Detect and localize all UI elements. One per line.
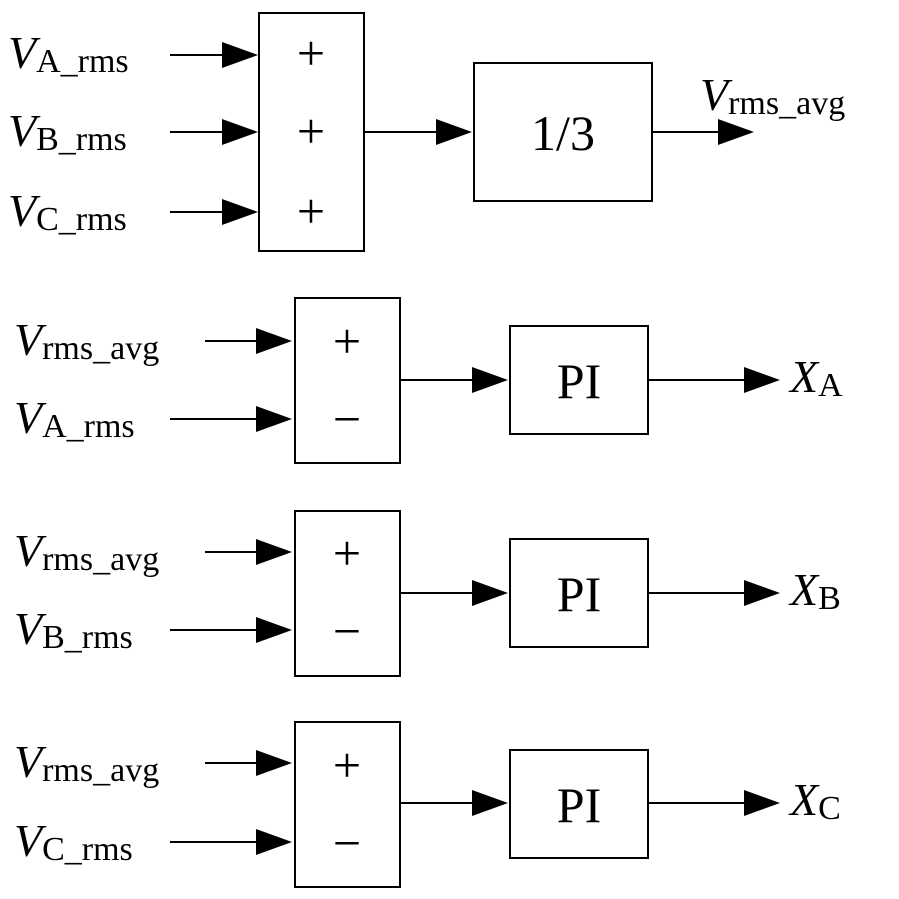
sign-plus: + bbox=[333, 313, 361, 369]
loop-input-plus: Vrms_avg bbox=[14, 314, 159, 367]
input-sub: A_rms bbox=[42, 408, 135, 445]
sign-plus: + bbox=[297, 183, 325, 239]
input-var: V bbox=[8, 105, 41, 156]
pi-label: PI bbox=[557, 566, 601, 622]
loop-output-label: XA bbox=[788, 351, 843, 404]
gain-block bbox=[473, 62, 653, 202]
input-sub: C_rms bbox=[42, 831, 133, 868]
input-var: V bbox=[8, 27, 41, 78]
sign-minus: − bbox=[333, 815, 361, 871]
input-sub: rms_avg bbox=[42, 541, 159, 578]
sign-minus: − bbox=[333, 603, 361, 659]
loop-input-minus: VB_rms bbox=[14, 603, 133, 656]
output-var: V bbox=[700, 69, 733, 120]
arrow-head bbox=[256, 328, 292, 354]
loop-a: Vrms_avg VA_rms + − PI XA bbox=[14, 297, 843, 464]
output-sub: rms_avg bbox=[728, 85, 845, 122]
arrow-head bbox=[472, 790, 508, 816]
input-var: V bbox=[14, 603, 47, 654]
svg-text:VA_rms: VA_rms bbox=[8, 27, 129, 80]
loop-input-plus: Vrms_avg bbox=[14, 736, 159, 789]
arrow-head bbox=[256, 750, 292, 776]
input-sub: B_rms bbox=[42, 619, 133, 656]
svg-text:VC_rms: VC_rms bbox=[8, 185, 127, 238]
error-summing-block bbox=[294, 510, 401, 677]
arrow-head bbox=[256, 617, 292, 643]
input-sub: C_rms bbox=[36, 201, 127, 238]
sign-plus: + bbox=[297, 103, 325, 159]
arrow-head bbox=[222, 199, 258, 225]
arrow-head bbox=[436, 119, 472, 145]
pi-label: PI bbox=[557, 353, 601, 409]
output-var: X bbox=[788, 351, 820, 402]
arrow-head bbox=[744, 580, 780, 606]
output-var: X bbox=[788, 564, 820, 615]
arrow-head bbox=[472, 367, 508, 393]
input-sub: rms_avg bbox=[42, 330, 159, 367]
arrow-head bbox=[472, 580, 508, 606]
error-summing-block bbox=[294, 721, 401, 888]
output-sub: A bbox=[818, 367, 843, 404]
pi-controller-block bbox=[509, 749, 649, 859]
input-sub: A_rms bbox=[36, 43, 129, 80]
svg-text:VB_rms: VB_rms bbox=[8, 105, 127, 158]
arrow-head bbox=[256, 406, 292, 432]
loop-output-label: XC bbox=[788, 774, 841, 827]
output-sub: C bbox=[818, 790, 841, 827]
arrow-head bbox=[744, 790, 780, 816]
sign-plus: + bbox=[333, 525, 361, 581]
input-var: V bbox=[14, 392, 47, 443]
output-sub: B bbox=[818, 580, 841, 617]
error-summing-block bbox=[294, 297, 401, 464]
arrow-head bbox=[222, 119, 258, 145]
input-sub: B_rms bbox=[36, 121, 127, 158]
averager-input-b: VB_rms bbox=[8, 105, 258, 158]
arrow-head bbox=[744, 367, 780, 393]
averager-input-a: VA_rms bbox=[8, 27, 258, 80]
loop-b: Vrms_avg VB_rms + − PI XB bbox=[14, 510, 841, 677]
arrow-head bbox=[718, 119, 754, 145]
averager-section: VA_rms VB_rms VC_rms + + + 1 bbox=[8, 12, 845, 252]
loop-input-minus: VA_rms bbox=[14, 392, 135, 445]
input-var: V bbox=[8, 185, 41, 236]
summing-block bbox=[258, 12, 365, 252]
output-var: X bbox=[788, 774, 820, 825]
sign-minus: − bbox=[333, 391, 361, 447]
input-var: V bbox=[14, 736, 47, 787]
gain-label: 1/3 bbox=[531, 105, 595, 161]
arrow-head bbox=[256, 539, 292, 565]
sign-plus: + bbox=[333, 737, 361, 793]
averager-output-label: Vrms_avg bbox=[700, 69, 845, 122]
loop-c: Vrms_avg VC_rms + − PI XC bbox=[14, 721, 841, 888]
pi-controller-block bbox=[509, 325, 649, 435]
averager-input-c: VC_rms bbox=[8, 185, 258, 238]
input-var: V bbox=[14, 314, 47, 365]
arrow-head bbox=[256, 829, 292, 855]
loop-input-plus: Vrms_avg bbox=[14, 525, 159, 578]
loop-input-minus: VC_rms bbox=[14, 815, 133, 868]
input-sub: rms_avg bbox=[42, 752, 159, 789]
arrow-head bbox=[222, 42, 258, 68]
pi-controller-block bbox=[509, 538, 649, 648]
pi-label: PI bbox=[557, 777, 601, 833]
loop-output-label: XB bbox=[788, 564, 841, 617]
sign-plus: + bbox=[297, 25, 325, 81]
input-var: V bbox=[14, 815, 47, 866]
input-var: V bbox=[14, 525, 47, 576]
